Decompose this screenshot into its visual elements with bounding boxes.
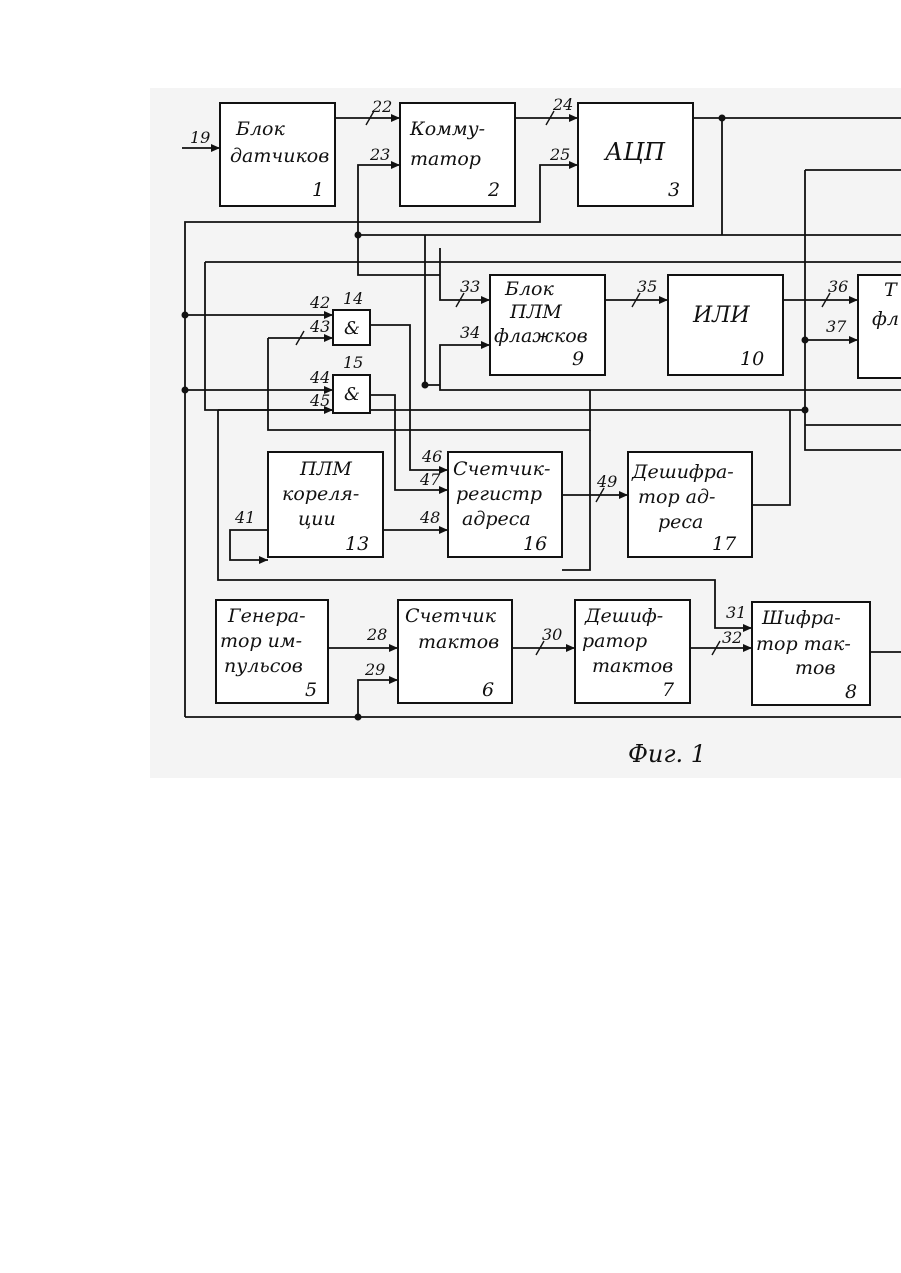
pin-43: 43 [309,317,330,336]
pin-41: 41 [234,508,255,527]
pin-42: 42 [309,293,330,312]
block-13-line-3: ции [298,508,336,530]
block-5-line-3: пульсов [224,655,303,677]
block-7-line-1: Дешиф- [584,605,663,627]
pin-46: 46 [421,447,442,466]
pin-19: 19 [190,128,210,147]
block-2-line-2: татор [410,148,481,170]
block-10-line-1: ИЛИ [692,303,751,328]
block-11-line-2: фл [872,308,899,330]
block-5-line-2: тор им- [220,630,302,652]
pin-49: 49 [596,472,617,491]
block-17-line-3: реса [658,511,703,533]
block-10: ИЛИ 10 [668,275,783,375]
block-3-line-1: АЦП [603,138,666,166]
block-5-number: 5 [305,679,317,701]
block-5-line-1: Генера- [227,605,306,627]
block-7-line-3: тактов [592,655,673,677]
pin-29: 29 [364,660,385,679]
pin-30: 30 [542,625,562,644]
block-7-number: 7 [662,679,675,701]
pin-22: 22 [371,97,392,116]
block-8: Шифра- тор так- тов 8 [752,602,870,705]
block-6-line-1: Счетчик [405,605,497,627]
pin-23: 23 [369,145,390,164]
block-7: Дешиф- ратор тактов 7 [575,600,690,703]
pin-34: 34 [460,323,480,342]
block-16-line-1: Счетчик- [453,458,550,480]
block-1: Блок датчиков 1 [220,103,335,206]
pin-24: 24 [552,95,573,114]
pin-28: 28 [366,625,387,644]
gate-15-number: 15 [343,353,363,372]
block-9-line-2: ПЛМ [509,301,562,323]
pin-35: 35 [637,277,657,296]
block-6-number: 6 [482,679,494,701]
pin-45: 45 [309,391,330,410]
gate-14-number: 14 [343,289,363,308]
block-2-line-1: Комму- [409,118,485,140]
block-16-line-3: адреса [462,508,531,530]
gate-15-symbol: & [344,384,360,405]
pin-25: 25 [549,145,570,164]
block-3: АЦП 3 [578,103,693,206]
block-13-number: 13 [345,533,369,555]
block-17-line-1: Дешифра- [631,461,734,483]
block-1-line-2: датчиков [230,145,329,167]
block-6-line-2: тактов [418,631,499,653]
block-17: Дешифра- тор ад- реса 17 [628,452,752,557]
pin-36: 36 [828,277,848,296]
block-6: Счетчик тактов 6 [398,600,512,703]
block-9-line-3: флажков [494,325,588,347]
figure-caption: Фиг. 1 [628,740,706,768]
block-1-number: 1 [312,179,324,201]
pin-44: 44 [309,368,330,387]
block-3-number: 3 [668,179,680,201]
block-8-number: 8 [845,681,857,703]
pin-33: 33 [460,277,480,296]
block-8-line-2: тор так- [756,633,851,655]
pin-37: 37 [826,317,847,336]
block-16-line-2: регистр [456,483,542,505]
block-8-line-3: тов [795,657,836,679]
block-13: ПЛМ кореля- ции 13 [268,452,383,557]
block-11-partial: Т фл [858,275,901,378]
block-11-line-1: Т [884,279,898,301]
block-9-line-1: Блок [504,278,554,300]
block-2-number: 2 [487,179,500,201]
gate-14-symbol: & [344,318,360,339]
block-7-line-2: ратор [582,630,647,652]
block-10-number: 10 [740,348,764,370]
block-16-number: 16 [523,533,547,555]
block-16: Счетчик- регистр адреса 16 [448,452,562,557]
block-2: Комму- татор 2 [400,103,515,206]
block-5: Генера- тор им- пульсов 5 [216,600,328,703]
pin-32: 32 [722,628,742,647]
block-9: Блок ПЛМ флажков 9 [490,275,605,375]
block-8-line-1: Шифра- [761,607,841,629]
block-13-line-2: кореля- [282,483,359,505]
block-17-line-2: тор ад- [638,486,715,508]
block-9-number: 9 [572,348,584,370]
block-17-number: 17 [712,533,737,555]
pin-47: 47 [419,470,441,489]
pin-31: 31 [726,603,746,622]
block-13-line-1: ПЛМ [299,458,352,480]
block-1-line-1: Блок [235,118,285,140]
pin-48: 48 [419,508,440,527]
